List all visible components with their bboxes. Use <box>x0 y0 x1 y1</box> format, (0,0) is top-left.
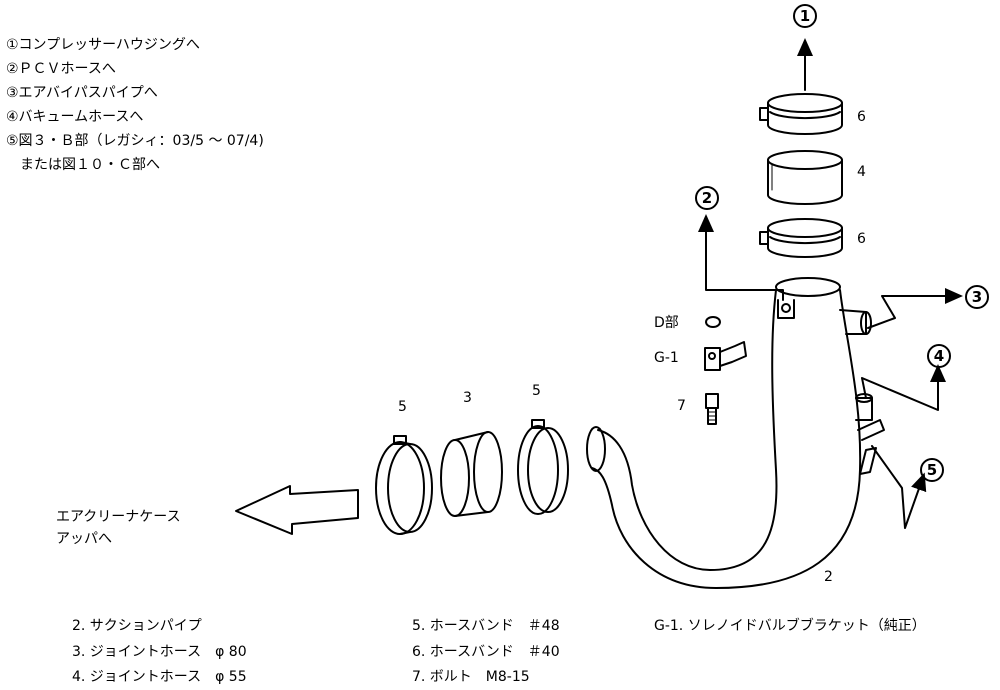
arrow-2 <box>698 214 784 301</box>
legend-item-3: ③エアバイパスパイプへ <box>6 85 158 101</box>
part-4: 4. ジョイントホース φ 55 <box>72 669 247 685</box>
number-3: 3 <box>463 390 472 406</box>
callout-1: 1 <box>793 4 817 28</box>
part-7: 7. ボルト M8-15 <box>412 669 530 685</box>
part-6: 6. ホースバンド ＃40 <box>412 644 560 660</box>
label-air-cleaner-1: エアクリーナケース <box>56 509 181 525</box>
callout-4: 4 <box>927 344 951 368</box>
label-g1: G-1 <box>654 350 679 366</box>
legend-item-2: ②ＰＣＶホースへ <box>6 61 116 77</box>
legend-item-5-cont: または図１０・Ｃ部へ <box>6 157 160 173</box>
callout-2: 2 <box>695 186 719 210</box>
number-2: 2 <box>824 569 833 585</box>
arrow-3 <box>867 288 963 329</box>
number-7: 7 <box>677 398 686 414</box>
arrow-5 <box>871 445 927 529</box>
hose-band-5-left <box>375 435 433 535</box>
legend-item-4: ④バキュームホースへ <box>6 109 144 125</box>
bracket-g1 <box>704 341 747 371</box>
hose-band-6-mid <box>759 218 843 258</box>
joint-hose-3 <box>440 431 503 517</box>
legend-item-1: ①コンプレッサーハウジングへ <box>6 37 200 53</box>
o-ring-d <box>705 316 721 328</box>
number-6-top: 6 <box>857 109 866 125</box>
air-cleaner-arrow <box>235 485 359 535</box>
part-2: 2. サクションパイプ <box>72 618 202 634</box>
legend-item-5: ⑤図３・Ｂ部（レガシィ：03/5 〜 07/4) <box>6 133 264 149</box>
callout-3: 3 <box>965 285 989 309</box>
part-3: 3. ジョイントホース φ 80 <box>72 644 247 660</box>
part-g1: G-1. ソレノイドバルブブラケット（純正） <box>654 618 926 634</box>
hose-band-5-right <box>517 419 569 515</box>
callout-5: 5 <box>920 458 944 482</box>
hose-band-6-top <box>759 93 843 135</box>
label-air-cleaner-2: アッパへ <box>56 531 112 547</box>
number-5-left: 5 <box>398 399 407 415</box>
joint-hose-4 <box>767 150 843 205</box>
number-4: 4 <box>857 164 866 180</box>
number-5-right: 5 <box>532 383 541 399</box>
label-d-part: D部 <box>654 315 679 331</box>
number-6-mid: 6 <box>857 231 866 247</box>
arrow-4 <box>861 364 946 411</box>
bolt-7 <box>705 393 719 425</box>
suction-pipe-2 <box>586 277 885 589</box>
part-5: 5. ホースバンド ＃48 <box>412 618 560 634</box>
